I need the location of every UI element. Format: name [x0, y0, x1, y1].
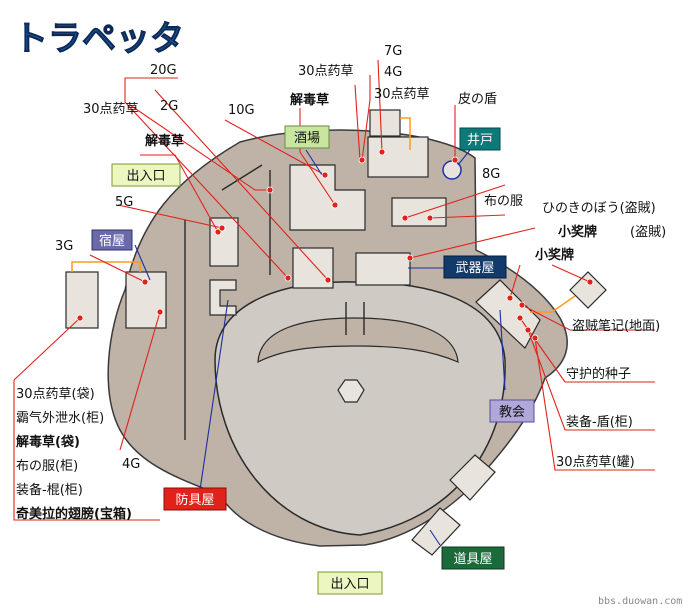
building-weapon [355, 252, 411, 286]
legend-item-2: 解毒草(袋) [15, 434, 80, 450]
building-armor-entrance [209, 279, 237, 316]
legend-list: 30点药草(袋) 霸气外泄水(柜) 解毒草(袋) 布の服(柜) 装备-棍(柜) … [15, 387, 132, 522]
label-leather-shield: 皮の盾 [458, 92, 497, 107]
label-2g: 2G [160, 99, 178, 114]
label-antidote-a: 解毒草 [289, 92, 329, 108]
label-5g: 5G [115, 195, 133, 210]
label-small-medal: 小奖牌 [535, 247, 574, 263]
label-cloth: 布の服 [484, 194, 523, 209]
label-thief-notes: 盗贼笔记(地面) [572, 318, 660, 334]
building-medal [569, 271, 607, 309]
item-labels: 20G 2G 30点药草 10G 解毒草 解毒草 5G 3G 7G 4G 30点… [55, 44, 666, 472]
tag-weapon-shop: 武器屋 [443, 255, 507, 279]
label-herb30-a: 30点药草 [83, 102, 139, 117]
svg-text:防具屋: 防具屋 [175, 492, 214, 508]
svg-text:出入口: 出入口 [126, 169, 165, 184]
item-markers [76, 148, 594, 342]
label-8g: 8G [482, 167, 500, 182]
map-title: トラペッタ [14, 19, 184, 59]
label-10g: 10G [228, 103, 255, 118]
label-4g-bottom: 4G [122, 457, 140, 472]
plaza-inner [257, 317, 459, 364]
label-7g: 7G [384, 44, 402, 59]
building-cloth [391, 197, 447, 227]
svg-text:道具屋: 道具屋 [453, 552, 492, 567]
label-stick-steal: ひのきのぼう(盗賊) [542, 200, 656, 216]
label-3g: 3G [55, 239, 73, 254]
tag-inn: 宿屋 [91, 229, 133, 251]
label-small-medal-steal: 小奖牌 [558, 224, 597, 240]
tag-armor-shop: 防具屋 [163, 487, 227, 511]
orange-link-north [400, 117, 411, 150]
watermark: bbs.duowan.com [598, 596, 682, 607]
label-herb30-c: 30点药草 [374, 87, 430, 102]
label-herb30-b: 30点药草 [298, 64, 354, 79]
building-item-shop [411, 507, 461, 556]
tag-well: 井戸 [459, 127, 501, 151]
fountain [337, 379, 365, 403]
orange-link-medal [530, 295, 576, 313]
orange-link-west [71, 261, 141, 272]
building-north-small [369, 109, 401, 137]
svg-text:教会: 教会 [499, 404, 525, 420]
label-4g-top: 4G [384, 65, 402, 80]
label-equip-shield: 装备-盾(柜) [566, 414, 633, 430]
svg-text:出入口: 出入口 [330, 577, 369, 592]
legend-item-4: 装备-棍(柜) [16, 482, 83, 498]
tag-entrance-bottom: 出入口 [317, 571, 383, 595]
svg-text:宿屋: 宿屋 [99, 233, 125, 249]
wall-nw [221, 164, 263, 191]
legend-item-3: 布の服(柜) [16, 459, 78, 474]
label-antidote-b: 解毒草 [144, 133, 184, 149]
tag-church: 教会 [489, 399, 535, 423]
label-20g: 20G [150, 63, 177, 78]
tag-bar: 酒場 [284, 125, 330, 149]
label-small-medal-steal-note: (盗賊) [630, 224, 666, 240]
blue-leaders [134, 149, 506, 546]
svg-text:井戸: 井戸 [467, 133, 493, 148]
svg-text:武器屋: 武器屋 [455, 261, 494, 276]
label-herb30-jar: 30点药草(罐) [556, 455, 635, 470]
building-se [449, 454, 496, 501]
svg-text:酒場: 酒場 [294, 131, 320, 146]
legend-item-5: 奇美拉的翅膀(宝箱) [16, 506, 132, 522]
building-north [367, 136, 429, 178]
well-structure [442, 160, 462, 180]
label-guard-seed: 守护的种子 [566, 366, 631, 382]
building-church [475, 279, 541, 349]
building-bar [289, 164, 366, 231]
legend-item-0: 30点药草(袋) [16, 387, 95, 402]
legend-item-1: 霸气外泄水(柜) [16, 410, 104, 426]
tag-item-shop: 道具屋 [441, 546, 505, 570]
tag-entrance-top: 出入口 [111, 163, 181, 187]
